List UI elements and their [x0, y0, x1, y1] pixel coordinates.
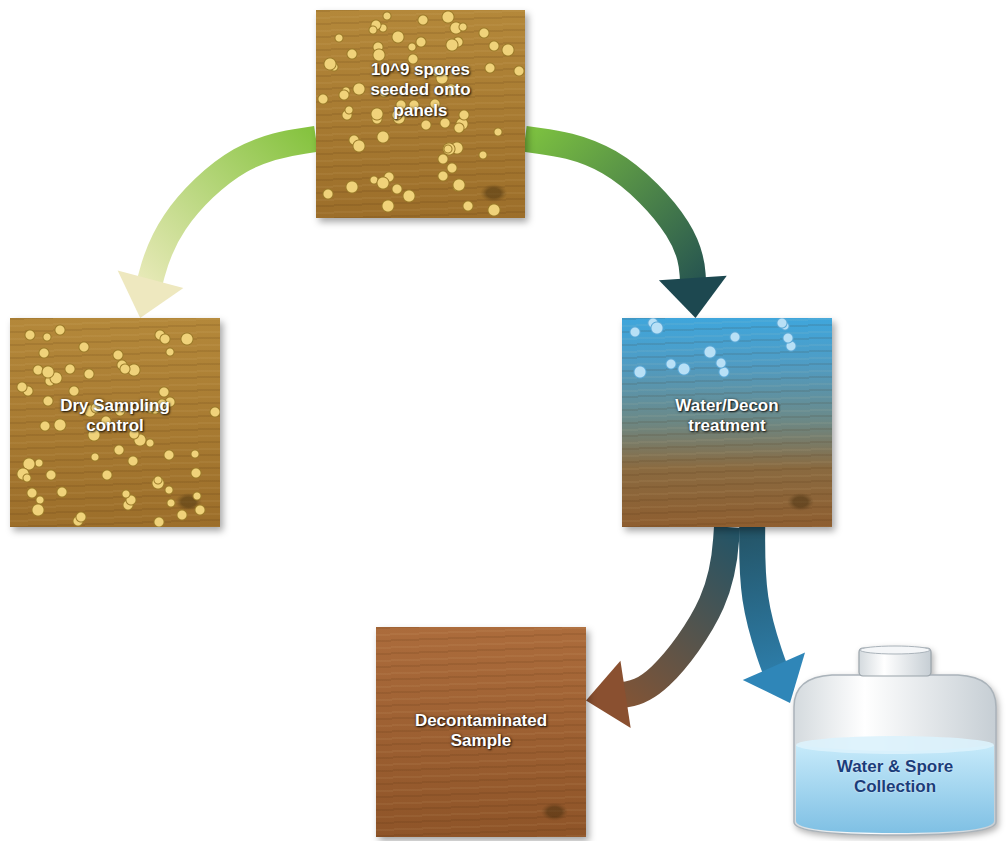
node-text-group: Water/Decon treatment: [622, 318, 832, 527]
node-label: Decontaminated Sample: [406, 711, 556, 752]
pale-arrow: [118, 139, 316, 318]
node-label: 10^9 spores seeded onto panels: [365, 60, 477, 121]
arrow-head: [586, 661, 631, 728]
water-surface: [796, 736, 994, 754]
jar-outline: [790, 645, 1000, 838]
arrow-shaft: [149, 139, 316, 283]
control-panel: Dry Sampling control: [10, 318, 220, 527]
decontaminated-panel: Decontaminated Sample: [376, 627, 586, 837]
brown-arrow: [586, 527, 727, 728]
node-text-group: Water & Spore Collection: [790, 645, 1000, 838]
green-arrow: [525, 139, 727, 318]
node-text-group: Dry Sampling control: [10, 318, 220, 527]
arrow-shaft: [525, 139, 693, 282]
arrow-head: [659, 276, 727, 318]
arrow-shaft: [752, 527, 775, 670]
jar-body: [794, 675, 996, 835]
blue-arrow: [743, 527, 805, 703]
treatment-panel: Water/Decon treatment: [622, 318, 832, 527]
node-text-group: Decontaminated Sample: [376, 627, 586, 837]
node-text-group: 10^9 spores seeded onto panels: [316, 10, 525, 218]
jar-water: [796, 745, 994, 833]
node-label: Water & Spore Collection: [800, 757, 990, 798]
arrow-head: [118, 271, 184, 318]
arrow-shaft: [622, 527, 727, 695]
seeded-panel: 10^9 spores seeded onto panels: [316, 10, 525, 218]
jar-cap-top: [860, 646, 930, 654]
node-label: Water/Decon treatment: [662, 396, 792, 437]
collection-jar: Water & Spore Collection: [790, 645, 1000, 838]
node-label: Dry Sampling control: [50, 396, 180, 437]
